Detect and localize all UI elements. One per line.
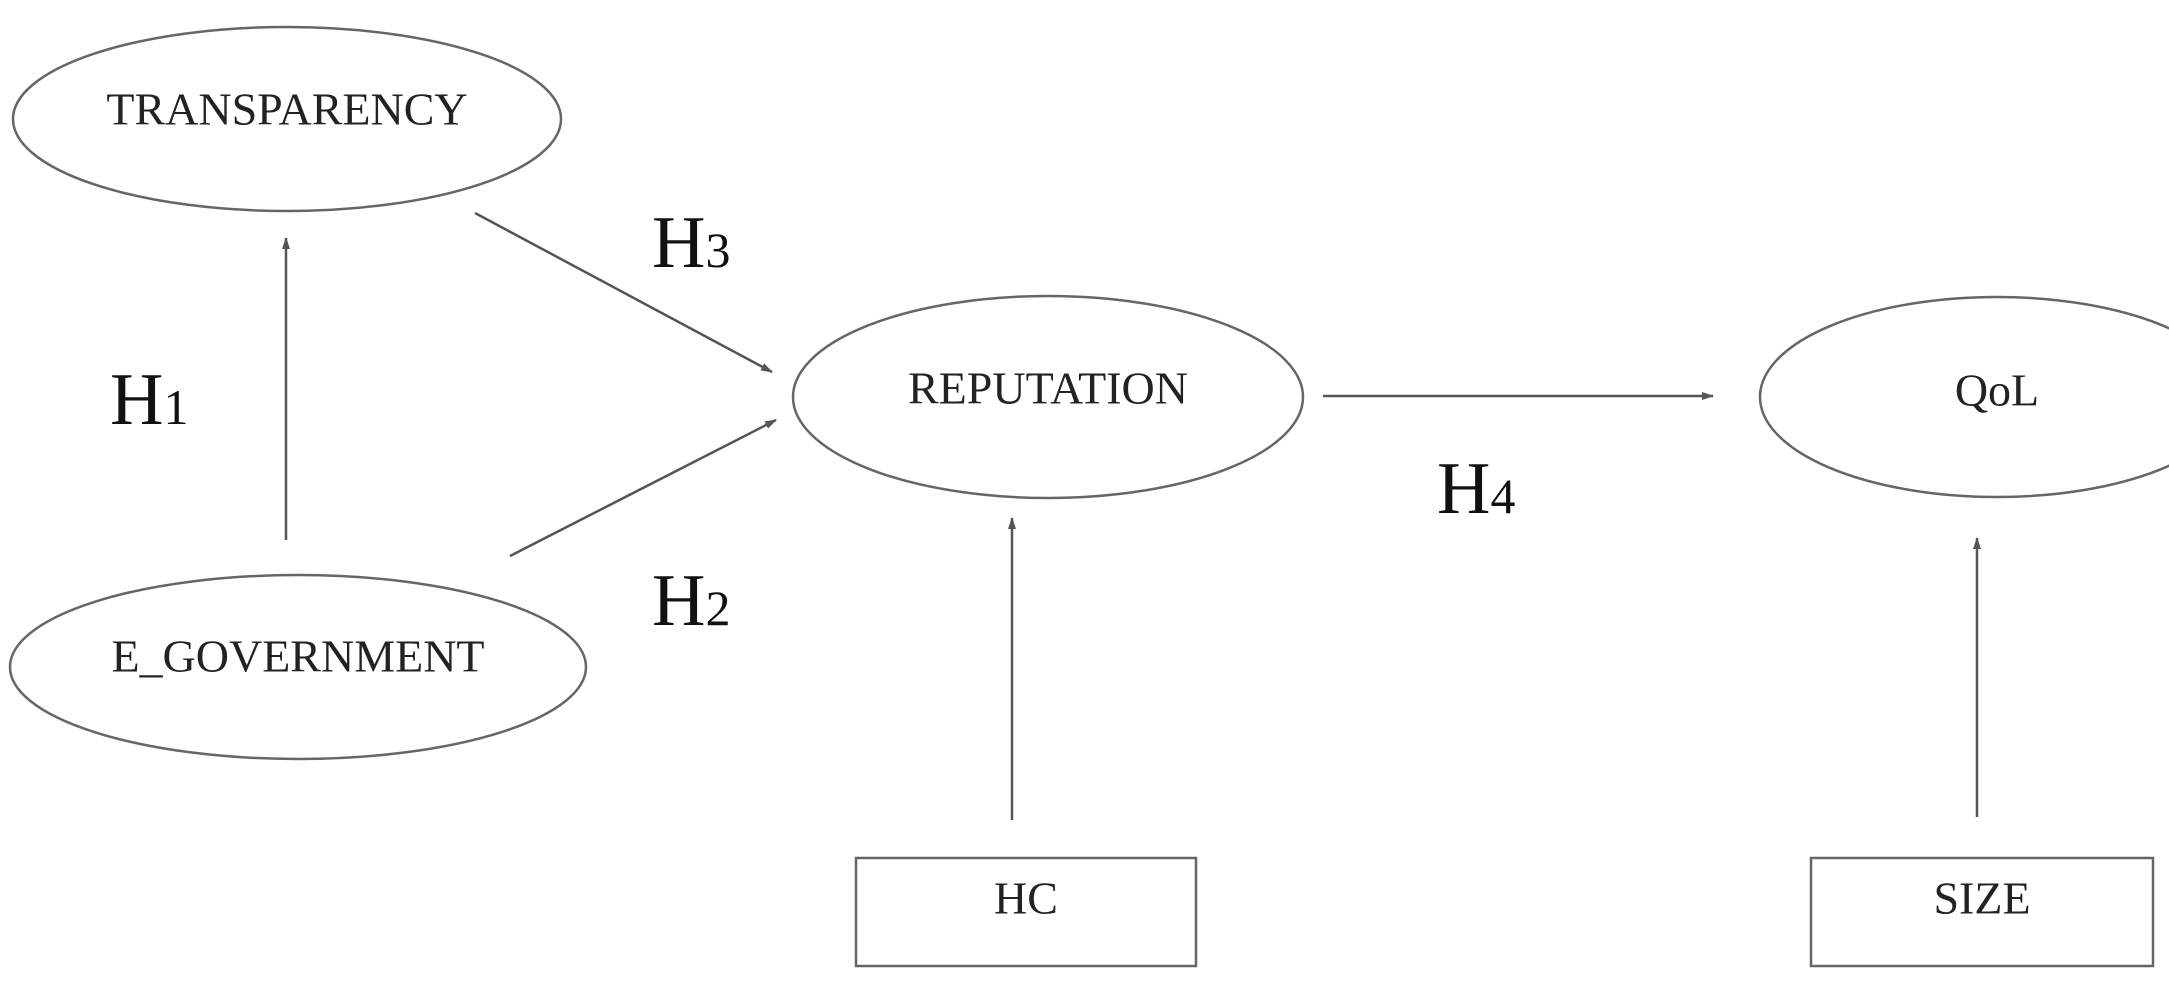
hypothesis-h1-letter: H [110, 359, 163, 441]
node-size: SIZE [1809, 856, 2155, 968]
reputation-ellipse [791, 294, 1305, 500]
qol-label: QoL [1955, 365, 2039, 416]
e-government-ellipse [8, 573, 588, 761]
hypothesis-h2-number: 2 [705, 580, 730, 636]
edge-egov-to-reputation [509, 418, 777, 558]
reputation-label: REPUTATION [908, 363, 1188, 414]
hypothesis-h4-letter: H [1437, 448, 1490, 530]
hypothesis-h4-label: H4 [1437, 448, 1515, 530]
size-label: SIZE [1933, 873, 2030, 924]
edge-transparency-to-reputation [474, 211, 773, 374]
node-transparency: TRANSPARENCY [11, 25, 563, 213]
hypothesis-h3-number: 3 [705, 222, 730, 278]
hypothesis-h2-label: H2 [652, 560, 730, 642]
hc-box [854, 856, 1198, 968]
transparency-label: TRANSPARENCY [106, 84, 467, 135]
qol-ellipse [1758, 295, 2169, 499]
node-reputation: REPUTATION [791, 294, 1305, 500]
hypothesis-h4-number: 4 [1490, 468, 1515, 524]
hypothesis-h1-number: 1 [163, 379, 188, 435]
node-qol: QoL [1758, 295, 2169, 499]
size-box [1809, 856, 2155, 968]
hypothesis-h3-label: H3 [652, 202, 730, 284]
node-hc: HC [854, 856, 1198, 968]
node-e-government: E_GOVERNMENT [8, 573, 588, 761]
e-government-label: E_GOVERNMENT [111, 631, 484, 682]
hc-label: HC [994, 873, 1058, 924]
hypothesis-h2-letter: H [652, 560, 705, 642]
hypothesis-h3-letter: H [652, 202, 705, 284]
hypothesis-h1-label: H1 [110, 359, 188, 441]
transparency-ellipse [11, 25, 563, 213]
